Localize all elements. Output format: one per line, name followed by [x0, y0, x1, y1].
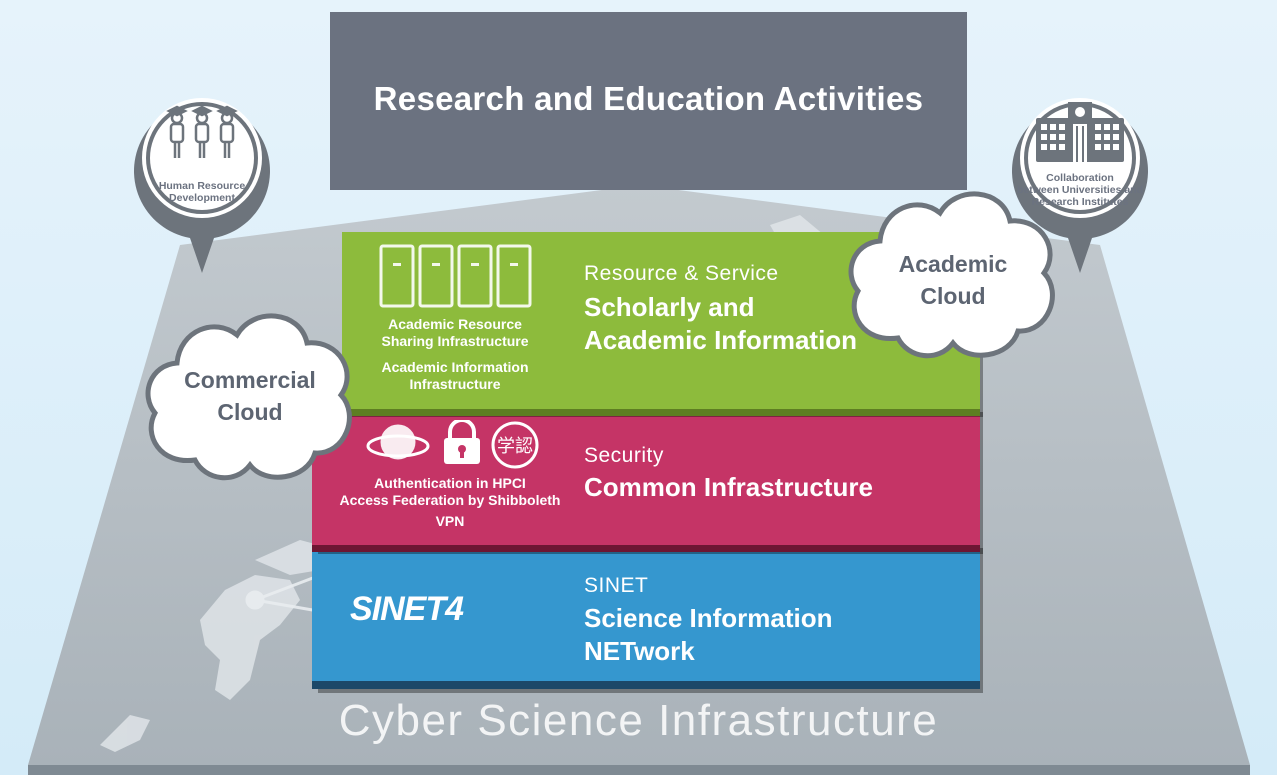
commercial-cloud-label: Commercial Cloud [160, 364, 340, 428]
human-resource-pin [134, 98, 270, 274]
collaboration-pin [1012, 98, 1148, 274]
security-small-label: Security [584, 444, 664, 467]
base-title: Cyber Science Infrastructure [338, 696, 939, 745]
building-icon [1036, 102, 1124, 162]
academic-cloud-line2: Cloud [920, 283, 986, 309]
resource-sub-2a: Academic Information [381, 359, 529, 375]
network-big-label-1: Science Information [584, 603, 833, 633]
research-education-box [330, 12, 967, 190]
resource-sub-1b: Sharing Infrastructure [381, 333, 529, 349]
security-icons: 学認 [366, 420, 539, 469]
globe-icon [366, 424, 430, 460]
academic-cloud-label: Academic Cloud [863, 248, 1043, 312]
collaboration-line2: between Universities and [1016, 184, 1144, 196]
top-title: Research and Education Activities [373, 80, 924, 117]
resource-sub-labels: Academic Resource Sharing Infrastructure… [355, 316, 555, 393]
network-layer-edge [312, 681, 980, 689]
graduates-icon [166, 105, 238, 158]
commercial-cloud-shape [145, 313, 352, 481]
security-layer-edge [312, 545, 980, 552]
resource-sub-1a: Academic Resource [388, 316, 522, 332]
security-sub-1: Authentication in HPCI [374, 475, 526, 491]
resource-sub-2b: Infrastructure [409, 376, 501, 392]
academic-cloud-line1: Academic [898, 251, 1008, 277]
collaboration-line1: Collaboration [1046, 172, 1114, 184]
human-resource-line2: Development [169, 192, 235, 204]
academic-cloud-shape [848, 191, 1055, 359]
security-sub-3: VPN [435, 513, 465, 529]
security-big-label: Common Infrastructure [584, 472, 873, 502]
security-sub-2: Access Federation by Shibboleth [339, 492, 561, 508]
resource-small-label: Resource & Service [584, 262, 779, 285]
gakunin-glyph: 学認 [497, 436, 533, 457]
resource-big-label-1: Scholarly and [584, 292, 755, 322]
collaboration-line3: Research Institutes [1031, 196, 1129, 208]
server-racks-icon [379, 244, 532, 308]
network-small-label: SINET [584, 574, 649, 597]
lock-icon [444, 420, 480, 464]
security-sub-labels: Authentication in HPCI Access Federation… [330, 475, 570, 530]
gakunin-icon: 学認 [491, 421, 539, 469]
security-layer [312, 412, 980, 545]
sinet4-logo: SINET4 [350, 590, 464, 628]
commercial-cloud-line1: Commercial [184, 367, 316, 393]
network-big-label-2: NETwork [584, 636, 695, 666]
resource-big-label-2: Academic Information [584, 325, 858, 355]
commercial-cloud-line2: Cloud [217, 399, 283, 425]
network-layer [312, 548, 980, 681]
collaboration-label: Collaboration between Universities and R… [1000, 172, 1160, 208]
human-resource-line1: Human Resource [158, 180, 246, 192]
human-resource-label: Human Resource Development [152, 180, 252, 204]
resource-layer-edge [342, 409, 980, 416]
